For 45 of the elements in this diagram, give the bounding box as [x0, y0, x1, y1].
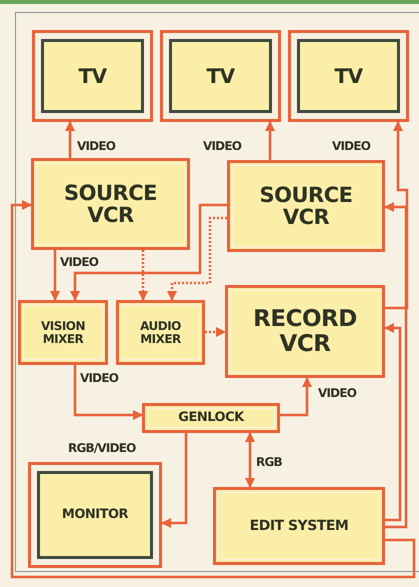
- device-box: [213, 487, 385, 565]
- monitor-box: [160, 30, 281, 122]
- device-box: [142, 403, 280, 433]
- connector-arrow: [138, 250, 148, 301]
- edge-label: VIDEO: [60, 256, 98, 268]
- node-label: TV: [206, 66, 235, 86]
- connector-arrow: [205, 327, 226, 337]
- node-label: TV: [334, 66, 363, 86]
- edge-label: VIDEO: [318, 387, 356, 399]
- connector-arrow: [161, 433, 188, 528]
- connector-arrow: [265, 121, 275, 160]
- node-label: EDIT SYSTEM: [250, 518, 348, 534]
- node-label: MONITOR: [62, 508, 128, 522]
- monitor-box: [288, 30, 409, 122]
- edge-label: RGB: [256, 456, 282, 468]
- node-label: VISION MIXER: [40, 320, 86, 346]
- connector-arrow: [385, 121, 408, 310]
- edge-label: VIDEO: [332, 140, 370, 152]
- node-label: SOURCE VCR: [63, 182, 158, 226]
- monitor-box: [28, 462, 162, 568]
- node-label: GENLOCK: [178, 411, 244, 425]
- connector-arrow: [70, 204, 227, 301]
- node-label: TV: [78, 66, 107, 86]
- monitor-box: [32, 30, 153, 122]
- edge-label: VIDEO: [77, 140, 116, 152]
- connector-arrow: [384, 202, 408, 528]
- node-label: SOURCE VCR: [258, 184, 354, 228]
- node-label: RECORD VCR: [252, 307, 358, 356]
- edge-label: VIDEO: [203, 140, 242, 152]
- node-label: AUDIO MIXER: [139, 320, 182, 346]
- device-box: [116, 300, 205, 365]
- device-box: [227, 160, 385, 252]
- connector-arrow: [167, 216, 227, 301]
- connector-arrow: [65, 121, 75, 158]
- connector-arrow: [245, 432, 255, 488]
- device-box: [225, 285, 385, 378]
- connector-arrow: [280, 377, 312, 416]
- device-box: [18, 300, 108, 365]
- connector-arrow: [384, 323, 402, 522]
- edge-label: RGB/VIDEO: [68, 442, 136, 454]
- device-box: [31, 158, 190, 250]
- edge-label: VIDEO: [80, 372, 118, 384]
- connector-arrow: [74, 365, 143, 420]
- connector-arrow: [50, 250, 60, 301]
- connector-arrow: [10, 200, 416, 578]
